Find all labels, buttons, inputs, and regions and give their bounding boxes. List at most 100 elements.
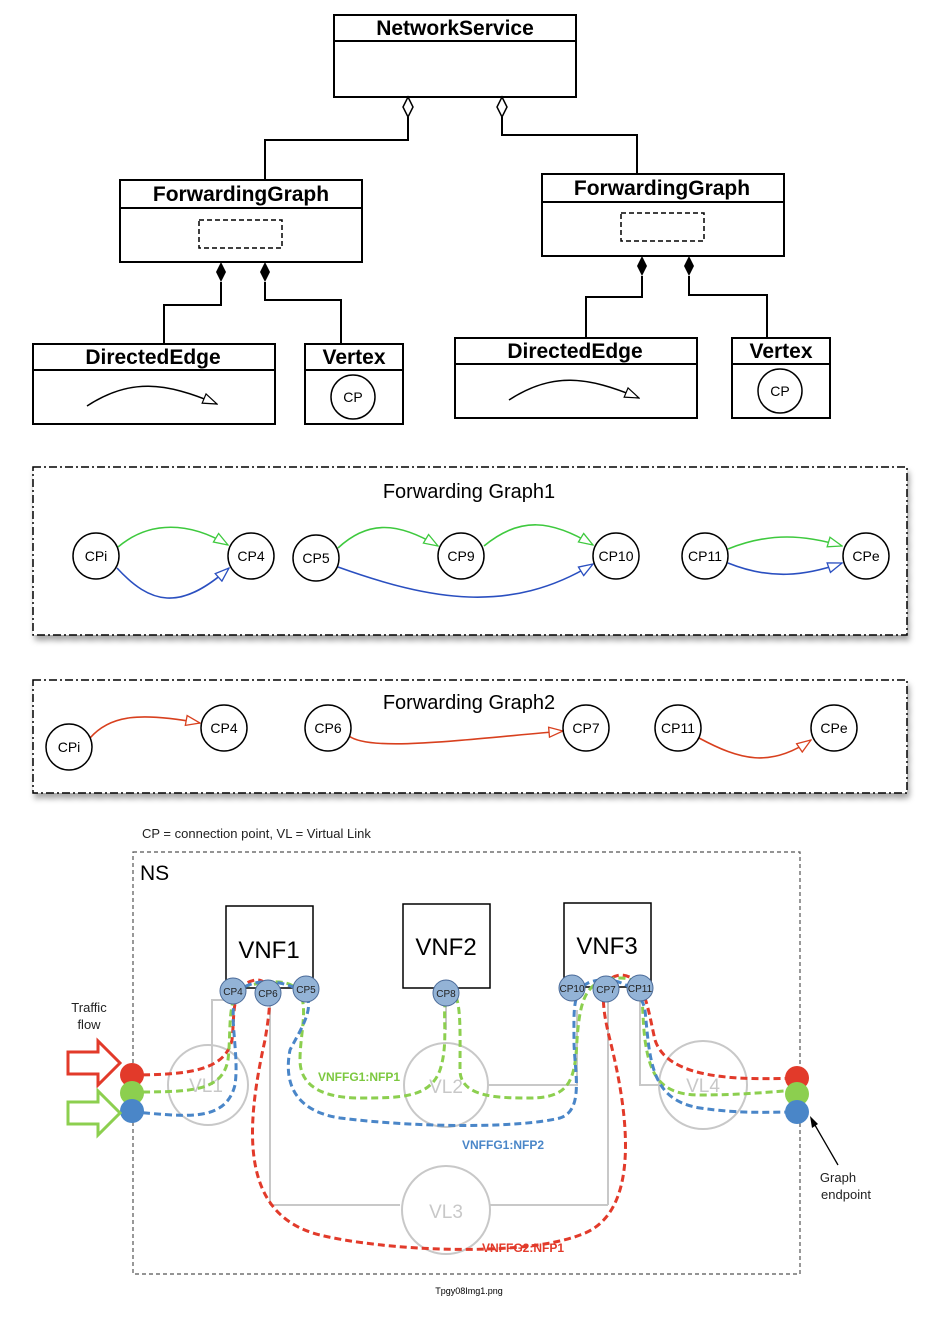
- image-caption: Tpgy08Img1.png: [435, 1286, 503, 1296]
- vnf3-box: VNF3: [563, 902, 652, 988]
- path-vnffg1-nfp2: [131, 978, 798, 1127]
- vertex-left-cp-label: CP: [343, 389, 362, 405]
- composition-diamond-left-2: [260, 262, 270, 282]
- graph-endpoint-label-1: Graph: [820, 1170, 856, 1185]
- fg-right-title: ForwardingGraph: [574, 177, 750, 200]
- svg-text:VNF1: VNF1: [238, 937, 299, 964]
- fg2-node-cpi: CPi: [45, 723, 93, 771]
- fg1-title: Forwarding Graph1: [383, 481, 555, 503]
- directed-edge-left-arrow: [86, 385, 217, 407]
- fg1-node-cp4: CP4: [227, 532, 275, 580]
- svg-text:CP6: CP6: [258, 989, 278, 1000]
- vl4-label: VL4: [686, 1076, 720, 1097]
- aggregation-line-left: [264, 117, 409, 180]
- composition-line-right-2: [688, 276, 768, 338]
- svg-text:CP4: CP4: [237, 548, 264, 564]
- vertex-left-cp-circle: [330, 374, 376, 420]
- vl3-label: VL3: [429, 1202, 463, 1223]
- svg-text:CP11: CP11: [628, 984, 653, 995]
- composition-diamond-right-1: [637, 256, 647, 276]
- composition-line-right-1: [585, 276, 643, 338]
- fg2-node-cp6: CP6: [304, 704, 352, 752]
- svg-text:CPe: CPe: [852, 548, 879, 564]
- fg1-node-cp9: CP9: [437, 532, 485, 580]
- composition-diamond-left-1: [216, 262, 226, 282]
- forwarding-graph1-panel: Forwarding Graph1 CPi CP4 CP5 CP9 CP10: [32, 466, 908, 636]
- fg1-node-cpe: CPe: [842, 532, 890, 580]
- aggregation-line-right: [501, 117, 638, 174]
- svg-text:CPe: CPe: [820, 720, 847, 736]
- svg-text:CPi: CPi: [85, 548, 108, 564]
- fg-left-title: ForwardingGraph: [153, 183, 329, 206]
- svg-text:CP4: CP4: [210, 720, 237, 736]
- vertex-class-right: Vertex CP: [731, 337, 831, 419]
- virtual-link-wiring: [167, 999, 748, 1255]
- graph-endpoint-pointer: [811, 1119, 839, 1166]
- svg-text:CP11: CP11: [661, 720, 695, 736]
- fg2-node-cp7: CP7: [562, 704, 610, 752]
- fg2-edge-cp6-cp7: [348, 731, 563, 745]
- composition-line-left-1: [163, 282, 222, 344]
- vl1-label: VL1: [189, 1076, 223, 1097]
- ns-cp8: CP8: [432, 979, 460, 1007]
- vl2-circle: [403, 1042, 489, 1128]
- svg-text:CP4: CP4: [223, 987, 243, 998]
- fg1-edge-cp11-cpe-green: [727, 537, 842, 550]
- fg2-node-cpe: CPe: [810, 704, 858, 752]
- fg1-edge-cp5-cp10-blue: [337, 564, 593, 598]
- vertex-right-cp-circle: [757, 368, 803, 414]
- fg1-edge-cpi-cp4-blue: [116, 568, 229, 599]
- fg-left-placeholder: [198, 219, 283, 249]
- uml-diagram: NetworkService ForwardingGraph Forwardin…: [32, 14, 831, 425]
- ns-diagram: CP = connection point, VL = Virtual Link…: [66, 826, 871, 1275]
- fg1-edge-cp5-cp9-green: [337, 526, 438, 549]
- fg2-node-cp11: CP11: [654, 704, 702, 752]
- fg2-title: Forwarding Graph2: [383, 692, 555, 714]
- forwarding-graph-class-left: ForwardingGraph: [119, 179, 363, 263]
- fg1-edge-cpi-cp4-green: [117, 526, 228, 548]
- fg1-node-cpi: CPi: [72, 532, 120, 580]
- svg-text:CP7: CP7: [572, 720, 599, 736]
- ns-legend: CP = connection point, VL = Virtual Link: [142, 826, 371, 841]
- fg1-node-cp10: CP10: [592, 532, 640, 580]
- svg-text:CP10: CP10: [559, 984, 584, 995]
- traffic-flow-label-1: Traffic: [71, 1000, 107, 1015]
- ns-label: NS: [140, 862, 169, 885]
- fg2-edge-cp11-cpe: [698, 737, 811, 759]
- fg2-node-cp4: CP4: [200, 704, 248, 752]
- label-vnffg1-nfp1: VNFFG1:NFP1: [318, 1070, 400, 1084]
- graph-endpoint-label-2: endpoint: [821, 1187, 871, 1202]
- svg-text:CP6: CP6: [314, 720, 341, 736]
- ns-cp7: CP7: [592, 975, 620, 1003]
- forwarding-graph-class-right: ForwardingGraph: [541, 173, 785, 257]
- red-flow-arrow-icon: [66, 1037, 123, 1089]
- graph-endpoint-arrow-icon: [810, 1116, 818, 1128]
- fg1-edge-cp11-cpe-blue: [727, 562, 842, 576]
- svg-text:VNF2: VNF2: [415, 934, 476, 961]
- fg1-node-cp11: CP11: [681, 532, 729, 580]
- svg-text:VNF3: VNF3: [576, 933, 637, 960]
- vl4-circle: [658, 1040, 748, 1130]
- vertex-left-title: Vertex: [322, 346, 385, 369]
- fg1-edge-cp9-cp10-green: [483, 524, 593, 547]
- graph-endpoints-left: [120, 1063, 144, 1123]
- network-service-class: NetworkService: [333, 14, 577, 98]
- vl1-circle: [167, 1044, 249, 1126]
- label-vnffg2-nfp1: VNFFG2:NFP1: [482, 1241, 564, 1255]
- svg-text:CP8: CP8: [436, 989, 456, 1000]
- fg-right-placeholder: [620, 212, 705, 242]
- vl3-circle: [401, 1165, 491, 1255]
- ns-boundary: [132, 851, 801, 1275]
- composition-line-left-2: [264, 282, 342, 344]
- ns-cp11: CP11: [626, 974, 654, 1002]
- vertex-right-title: Vertex: [749, 340, 812, 363]
- ns-cp4: CP4: [219, 977, 247, 1005]
- svg-text:CP5: CP5: [296, 985, 316, 996]
- vnf1-box: VNF1: [225, 905, 314, 989]
- svg-text:CP11: CP11: [688, 548, 722, 564]
- graph-endpoints-right: [785, 1066, 809, 1124]
- ns-cp6: CP6: [254, 979, 282, 1007]
- green-flow-arrow-icon: [66, 1087, 123, 1139]
- network-service-title: NetworkService: [376, 17, 534, 40]
